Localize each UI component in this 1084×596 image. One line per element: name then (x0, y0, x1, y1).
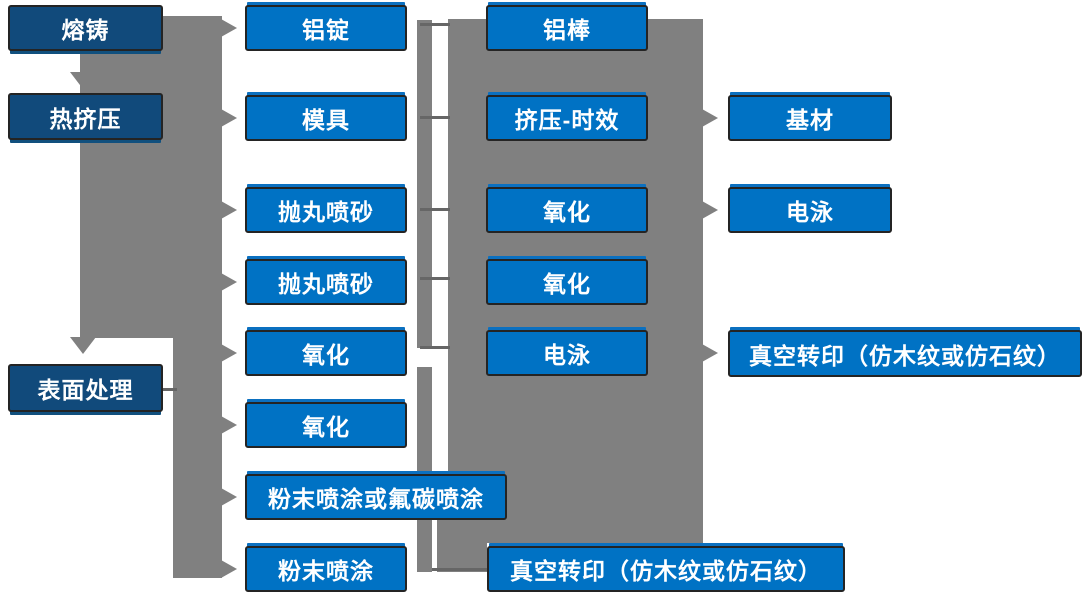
connector-left-bus-main (80, 16, 222, 338)
arrow-to-oxidation-1 (221, 344, 237, 362)
node-oxidation-3: 氧化 (486, 187, 648, 233)
arrow-down-to-surface-treatment (70, 337, 96, 354)
arrow-to-vacuum-transfer-right (702, 344, 718, 362)
node-shot-blasting-1: 抛丸喷砂 (245, 187, 407, 233)
node-oxidation-2: 氧化 (245, 402, 407, 448)
node-vacuum-transfer-right: 真空转印（仿木纹或仿石纹） (728, 330, 1082, 377)
node-aluminum-bar: 铝棒 (486, 5, 648, 51)
connector-mid-bar-upper (417, 20, 432, 348)
connector-left-bus-lower (173, 338, 222, 578)
link-line-oxidation-electrophoresis (420, 346, 450, 349)
node-powder-coating: 粉末喷涂 (245, 546, 407, 592)
node-shot-blasting-2: 抛丸喷砂 (245, 259, 407, 305)
arrow-to-mold (221, 109, 237, 127)
connector-mid-bar-lower (417, 367, 432, 572)
arrow-to-shot-blasting-2 (221, 273, 237, 291)
arrow-down-to-hot-extrusion (70, 72, 96, 89)
node-melting: 熔铸 (8, 5, 163, 51)
link-line-blasting2-oxidation (420, 277, 450, 280)
arrow-to-shot-blasting-1 (221, 201, 237, 219)
node-aluminum-ingot: 铝锭 (245, 5, 407, 51)
node-base-material: 基材 (728, 95, 892, 141)
node-hot-extrusion: 热挤压 (8, 93, 163, 140)
link-line-powder-vacuum (432, 568, 488, 571)
arrow-to-powder-coating (221, 560, 237, 578)
link-line-mold-extrusion (420, 116, 450, 119)
arrow-to-electrophoresis-2 (702, 201, 718, 219)
arrow-to-base-material (702, 109, 718, 127)
link-line-ingot-bar (420, 23, 450, 26)
arrow-to-aluminum-ingot (221, 19, 237, 37)
node-electrophoresis-1: 电泳 (486, 330, 648, 376)
connector-col3-block-foot (437, 520, 487, 572)
link-line-surface-treatment (163, 388, 177, 391)
node-electrophoresis-2: 电泳 (728, 187, 892, 233)
node-surface-treatment: 表面处理 (8, 364, 163, 412)
link-line-blasting1-oxidation (420, 208, 450, 211)
arrow-to-powder-or-fluorocarbon (221, 488, 237, 506)
node-vacuum-transfer-bottom: 真空转印（仿木纹或仿石纹） (487, 546, 845, 592)
node-powder-or-fluorocarbon: 粉末喷涂或氟碳喷涂 (245, 474, 507, 520)
node-oxidation-1: 氧化 (245, 330, 407, 376)
node-mold: 模具 (245, 95, 407, 141)
arrow-to-oxidation-2 (221, 416, 237, 434)
node-oxidation-4: 氧化 (486, 259, 648, 305)
node-extrusion-aging: 挤压-时效 (486, 95, 648, 141)
